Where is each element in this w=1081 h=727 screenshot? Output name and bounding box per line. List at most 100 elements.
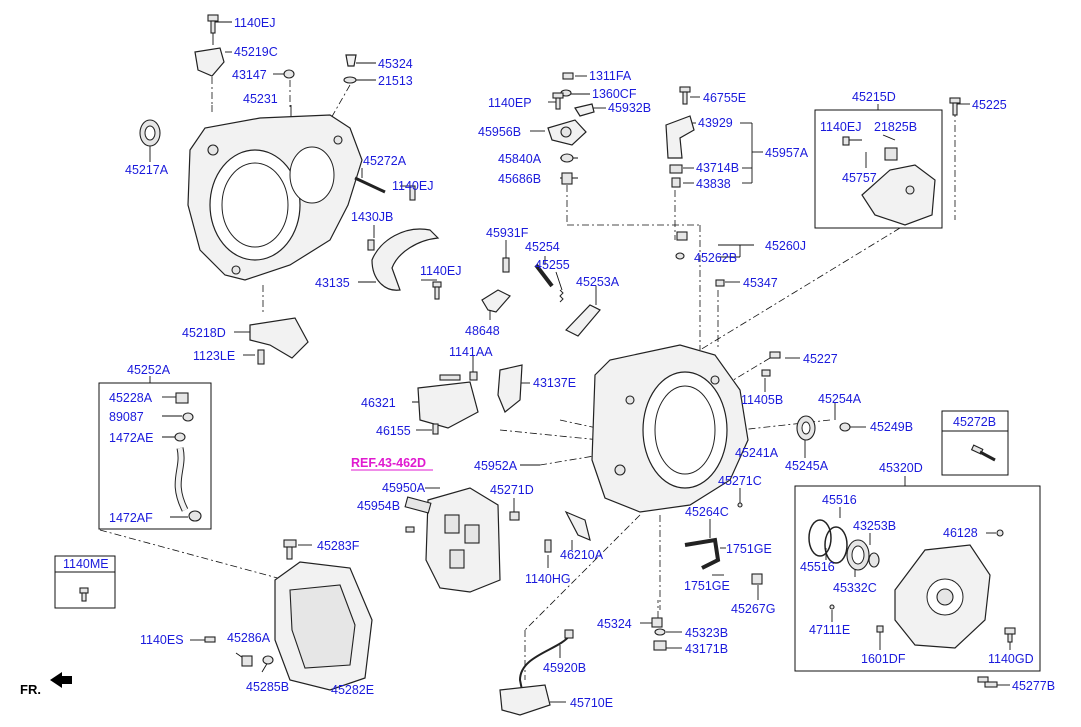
oil-pan [274, 561, 373, 691]
label-45710E: 45710E [570, 696, 613, 710]
label-45227: 45227 [803, 352, 838, 366]
label-43714B: 43714B [696, 161, 739, 175]
part-labels: 1140EJ 45219C 43147 45324 21513 45231 45… [20, 16, 1055, 710]
plug-icon [651, 617, 663, 628]
label-45260J: 45260J [765, 239, 806, 253]
gasket-icon [404, 496, 432, 514]
washer-icon [654, 628, 666, 636]
pin-icon [509, 511, 520, 521]
bolt-icon [977, 676, 998, 688]
label-45932B: 45932B [608, 101, 651, 115]
label-45255: 45255 [535, 258, 570, 272]
label-45219C: 45219C [234, 45, 278, 59]
label-43147: 43147 [232, 68, 267, 82]
label-45249B: 45249B [870, 420, 913, 434]
bolt-icon [405, 526, 415, 533]
label-11405B: 11405B [741, 393, 783, 407]
label-45241A: 45241A [735, 446, 779, 460]
label-45840A: 45840A [498, 152, 542, 166]
label-45253A: 45253A [576, 275, 620, 289]
label-45320D: 45320D [879, 461, 923, 475]
label-1140GD: 1140GD [988, 652, 1034, 666]
cap-icon [676, 231, 688, 241]
label-45225: 45225 [972, 98, 1007, 112]
label-45282E: 45282E [331, 683, 374, 697]
shaft-icon [534, 263, 554, 288]
label-45323B: 45323B [685, 626, 728, 640]
label-45254A: 45254A [818, 392, 862, 406]
label-1140ES: 1140ES [140, 633, 184, 647]
label-45283F: 45283F [317, 539, 360, 553]
bushing-icon [669, 164, 683, 174]
bracket-icon [194, 47, 225, 77]
bolt-icon [204, 636, 216, 643]
label-21825B: 21825B [874, 120, 917, 134]
bolt-icon [842, 136, 850, 146]
washer-icon [560, 153, 574, 163]
label-1140HG: 1140HG [525, 572, 571, 586]
bracket-icon [665, 115, 695, 159]
label-45228A: 45228A [109, 391, 153, 405]
label-45264C: 45264C [685, 505, 729, 519]
label-45262B: 45262B [694, 251, 737, 265]
label-1141AA: 1141AA [449, 345, 493, 359]
transaxle-case [591, 344, 749, 513]
oil-filter [417, 374, 479, 429]
label-46321: 46321 [361, 396, 396, 410]
spring-icon [559, 289, 564, 303]
lever-icon [574, 103, 595, 117]
bushing-icon [868, 552, 880, 568]
drain-plug-icon [241, 655, 253, 667]
label-43171B: 43171B [685, 642, 728, 656]
bolt-icon [544, 539, 552, 553]
clamp-icon [174, 432, 186, 442]
bolt-icon [949, 97, 961, 116]
label-45271C: 45271C [718, 474, 762, 488]
label-45215D: 45215D [852, 90, 896, 104]
clip-icon [884, 147, 898, 161]
label-46155: 46155 [376, 424, 411, 438]
label-45757: 45757 [842, 171, 877, 185]
label-21513: 21513 [378, 74, 413, 88]
label-1360CF: 1360CF [592, 87, 637, 101]
label-45332C: 45332C [833, 581, 877, 595]
label-1140EJ: 1140EJ [820, 120, 861, 134]
label-43137E: 43137E [533, 376, 576, 390]
dot-icon [737, 502, 743, 508]
front-direction-label: FR. [20, 682, 41, 697]
ring-icon [675, 252, 685, 260]
label-1140EJ: 1140EJ [420, 264, 461, 278]
label-1140ME: 1140ME [63, 557, 109, 571]
bushing-icon [561, 172, 573, 185]
end-cover [894, 544, 991, 649]
o-ring-icon [808, 519, 832, 557]
label-43838: 43838 [696, 177, 731, 191]
clamp-icon [188, 510, 202, 522]
label-1311FA: 1311FA [589, 69, 632, 83]
plug-icon [343, 54, 357, 84]
washer-icon [262, 655, 274, 665]
oil-seal-icon [139, 119, 161, 147]
label-89087: 89087 [109, 410, 144, 424]
bolt-icon [769, 351, 781, 359]
bolt-icon [761, 369, 771, 377]
label-45271D: 45271D [490, 483, 534, 497]
plug-icon [715, 279, 725, 287]
bolt-icon [79, 587, 89, 602]
valve-body [425, 487, 501, 593]
label-45516: 45516 [822, 493, 857, 507]
label-45957A: 45957A [765, 146, 809, 160]
label-45272A: 45272A [363, 154, 407, 168]
sensor-icon [175, 392, 189, 404]
label-45324: 45324 [378, 57, 413, 71]
label-45272B: 45272B [953, 415, 996, 429]
label-45252A: 45252A [127, 363, 171, 377]
label-46210A: 46210A [560, 548, 604, 562]
lever-icon [565, 304, 601, 337]
label-45952A: 45952A [474, 459, 518, 473]
label-1430JB: 1430JB [351, 210, 393, 224]
label-43135: 43135 [315, 276, 350, 290]
bolt-icon [751, 573, 763, 585]
label-45920B: 45920B [543, 661, 586, 675]
bolt-icon [876, 625, 884, 633]
